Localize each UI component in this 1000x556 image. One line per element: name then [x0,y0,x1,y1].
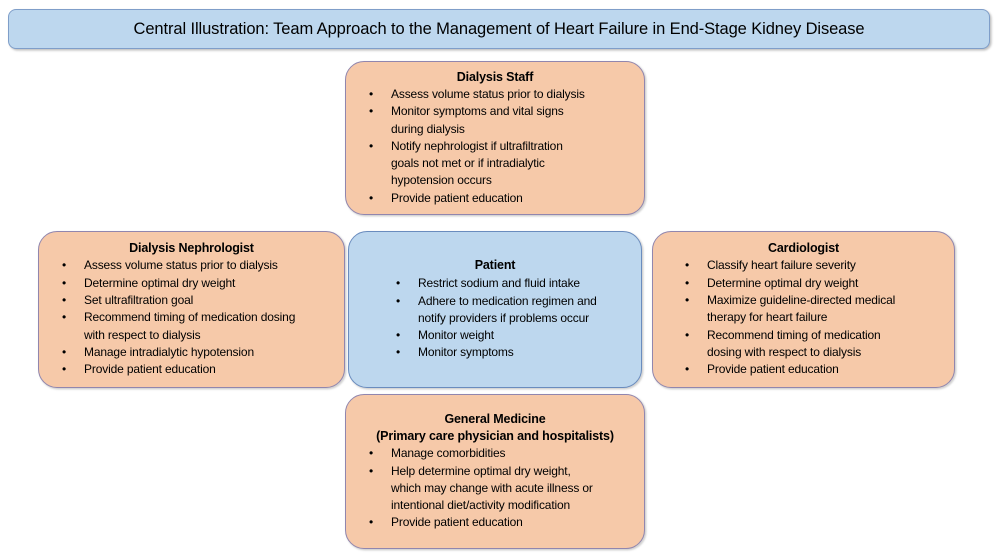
bullet-list-dialysis-nephrologist: Assess volume status prior to dialysisDe… [51,257,332,378]
bullet-item: Provide patient education [358,514,632,532]
bullet-item: Provide patient education [665,361,942,379]
box-dialysis-nephrologist: Dialysis Nephrologist Assess volume stat… [38,231,345,388]
box-cardiologist: Cardiologist Classify heart failure seve… [652,231,955,388]
bullet-item: Manage comorbidities [358,445,632,463]
bullet-list-cardiologist: Classify heart failure severityDetermine… [665,257,942,378]
page-title: Central Illustration: Team Approach to t… [133,19,865,38]
box-subtitle-general-medicine: (Primary care physician and hospitalists… [376,429,614,444]
bullet-item: Set ultrafiltration goal [51,292,332,310]
bullet-item: Determine optimal dry weight [51,275,332,293]
bullet-item: Determine optimal dry weight [665,275,942,293]
bullet-item: Monitor weight [361,327,629,345]
bullet-list-general-medicine: Manage comorbiditiesHelp determine optim… [358,445,632,532]
bullet-item: Restrict sodium and fluid intake [361,275,629,293]
bullet-item: Provide patient education [358,190,632,208]
title-banner: Central Illustration: Team Approach to t… [8,9,990,49]
box-patient: Patient Restrict sodium and fluid intake… [348,231,642,388]
bullet-list-dialysis-staff: Assess volume status prior to dialysisMo… [358,86,632,207]
box-title-dialysis-staff: Dialysis Staff [456,69,534,84]
box-title-patient: Patient [474,258,516,273]
bullet-item: Adhere to medication regimen and notify … [361,293,629,328]
bullet-item: Manage intradialytic hypotension [51,344,332,362]
bullet-item: Maximize guideline-directed medical ther… [665,292,942,327]
box-title-dialysis-nephrologist: Dialysis Nephrologist [129,241,254,256]
box-dialysis-staff: Dialysis Staff Assess volume status prio… [345,61,645,215]
bullet-item: Help determine optimal dry weight, which… [358,463,632,515]
bullet-list-patient: Restrict sodium and fluid intakeAdhere t… [361,275,629,362]
bullet-item: Provide patient education [51,361,332,379]
bullet-item: Monitor symptoms and vital signs during … [358,103,632,138]
bullet-item: Assess volume status prior to dialysis [358,86,632,104]
bullet-item: Recommend timing of medication dosing wi… [51,309,332,344]
bullet-item: Notify nephrologist if ultrafiltration g… [358,138,632,190]
box-title-cardiologist: Cardiologist [767,241,840,256]
bullet-item: Monitor symptoms [361,344,629,362]
bullet-item: Classify heart failure severity [665,257,942,275]
bullet-item: Recommend timing of medication dosing wi… [665,327,942,362]
box-general-medicine: General Medicine (Primary care physician… [345,394,645,549]
box-title-general-medicine: General Medicine [444,412,546,427]
bullet-item: Assess volume status prior to dialysis [51,257,332,275]
